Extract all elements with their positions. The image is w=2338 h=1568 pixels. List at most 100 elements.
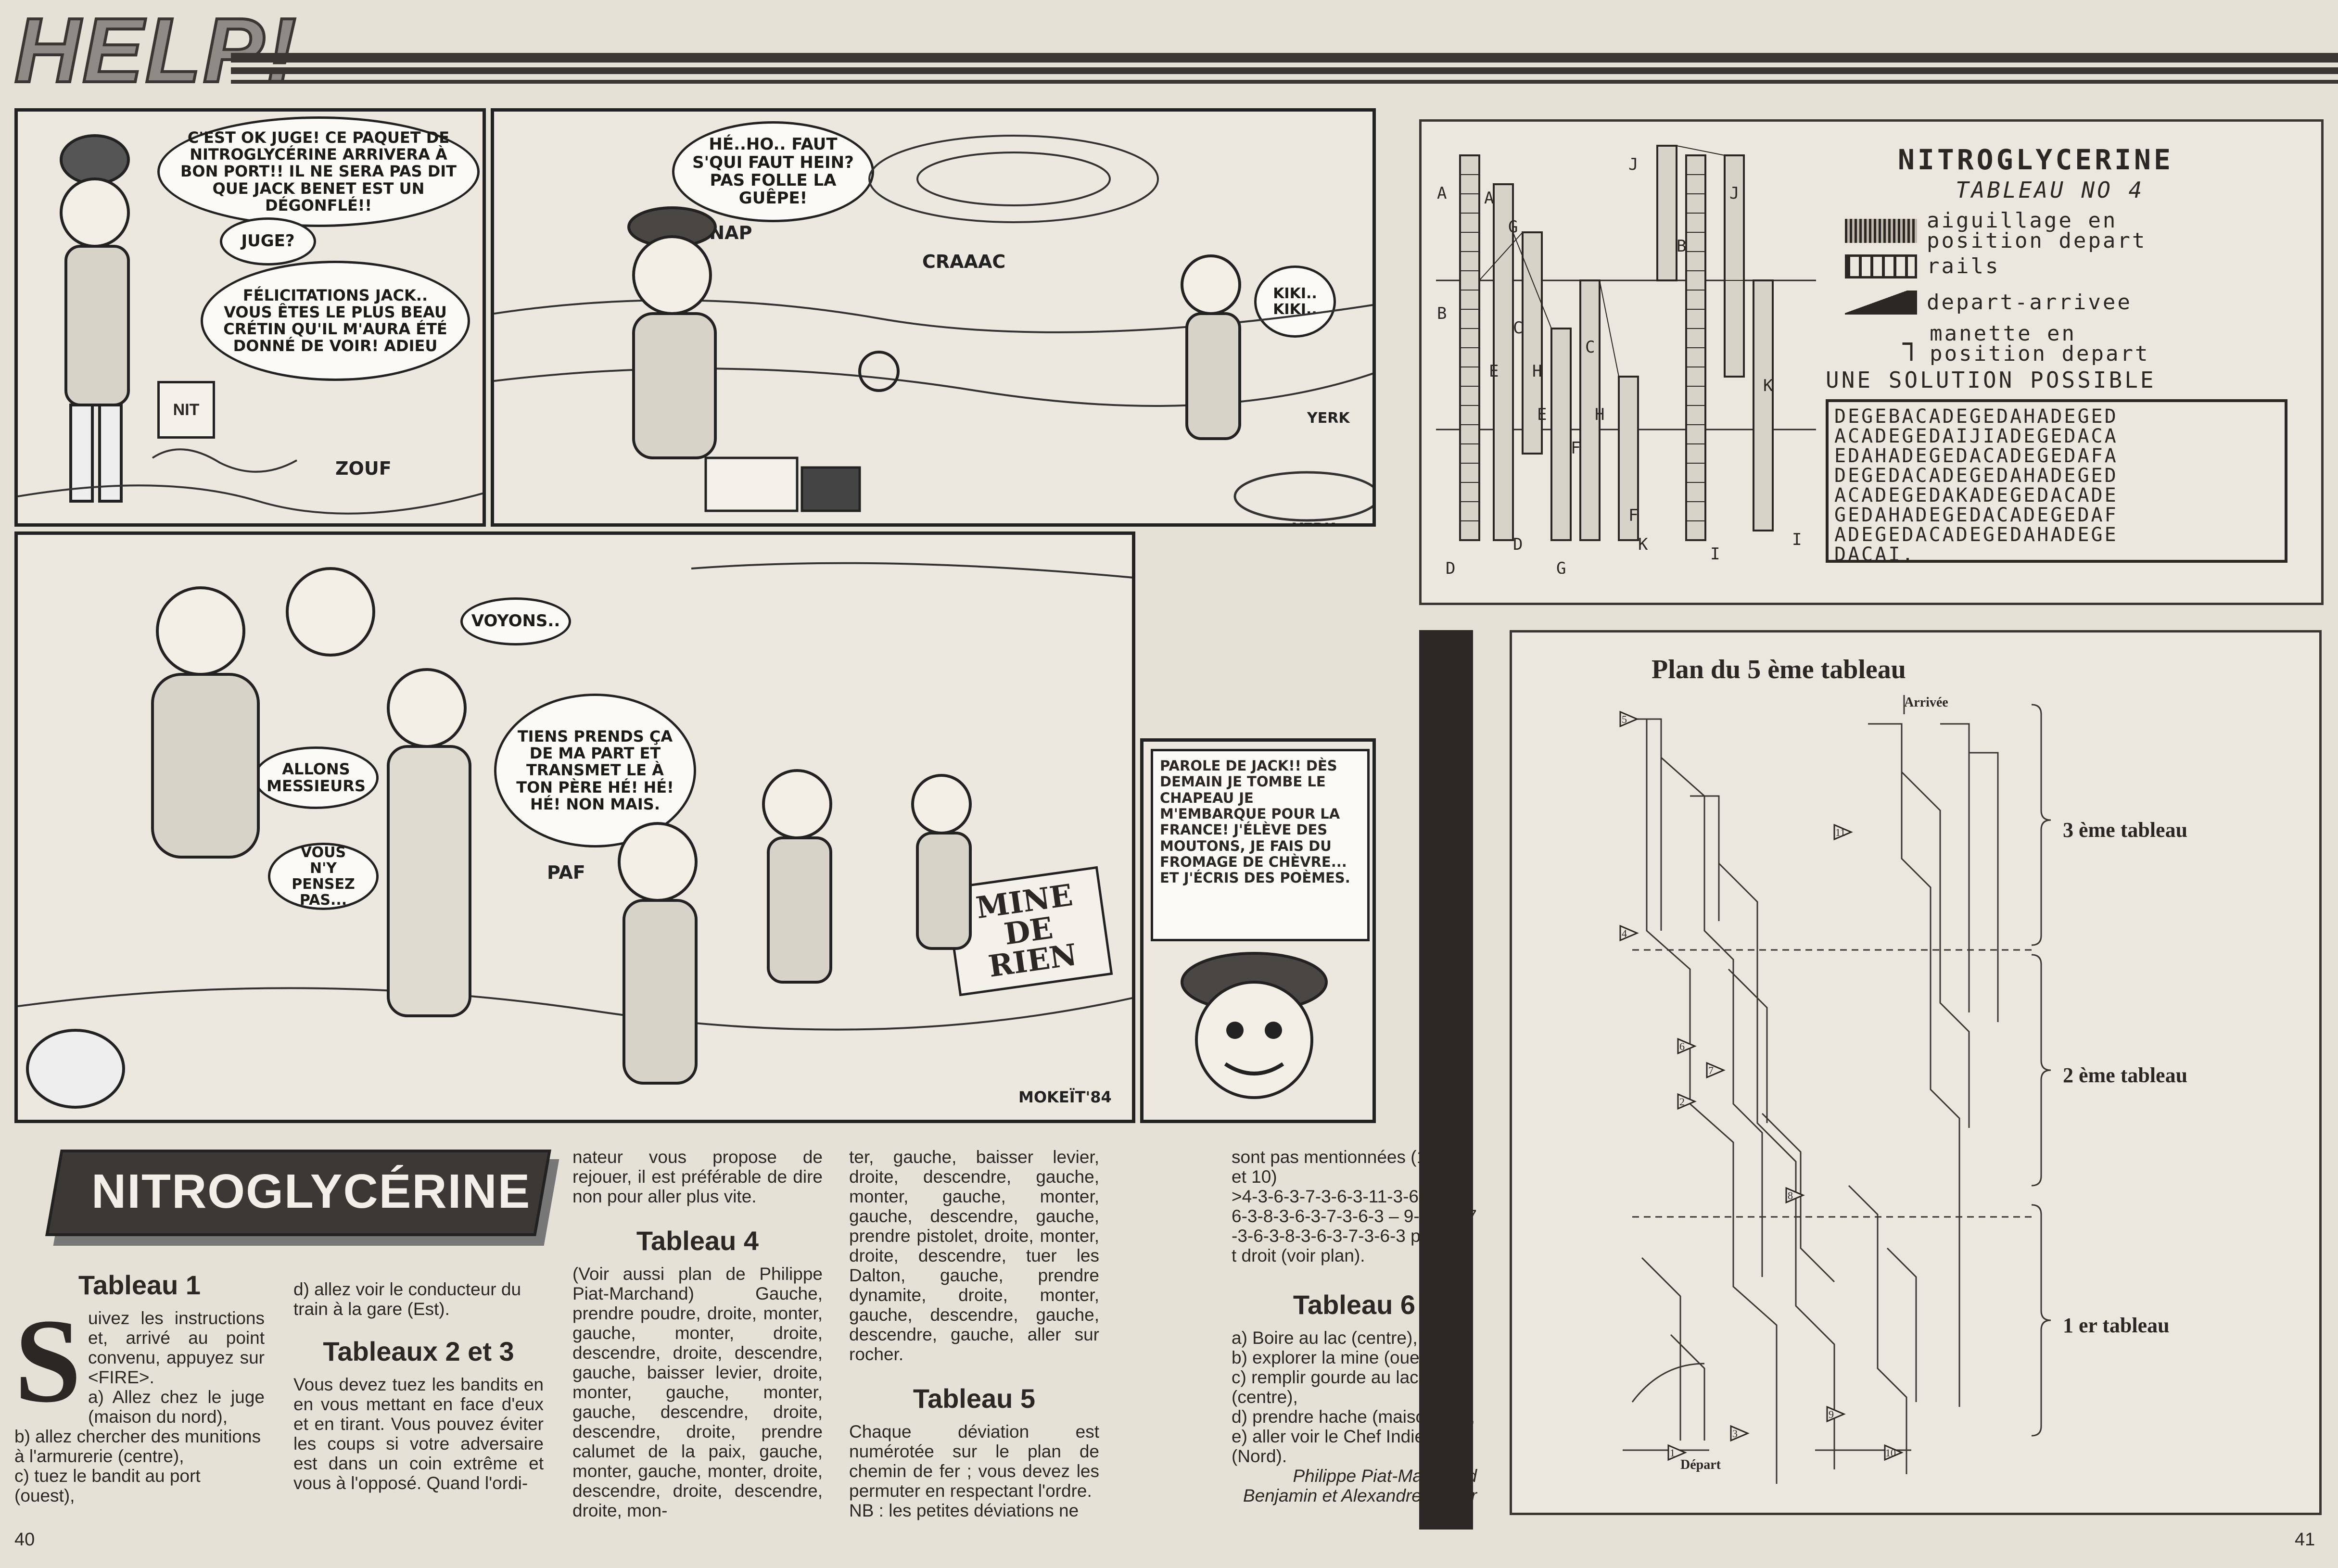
- paragraph: ter, gauche, baisser levier, droite, des…: [849, 1147, 1099, 1364]
- switch-swatch: [1845, 219, 1917, 243]
- arrival-label: Arrivée: [1904, 695, 1948, 710]
- switch-marker: 10: [1884, 1444, 1904, 1461]
- comic-panel-3: VOYONS.. TIENS PRENDS ÇA DE MA PART ET T…: [14, 531, 1135, 1123]
- svg-text:10: 10: [1885, 1447, 1896, 1459]
- paragraph: d) allez voir le conducteur du train à l…: [293, 1279, 521, 1319]
- map-letter: D: [1446, 559, 1455, 574]
- switch-marker: 3: [1730, 1425, 1750, 1442]
- paragraph: b) allez chercher des munitions à l'armu…: [14, 1427, 261, 1466]
- header-rule: [231, 53, 2338, 63]
- legend-text: aiguillage en: [1927, 208, 2118, 233]
- legend-row: aiguillage en position depart: [1845, 208, 2147, 253]
- plan-diagram: Plan du 5 ème tableau 3 ème tableau 2 èm…: [1510, 630, 2322, 1515]
- plan-side-bar: [1419, 630, 1473, 1530]
- legend-row: rails: [1845, 254, 2000, 278]
- map-letter: J: [1729, 184, 1739, 203]
- solution-box: DEGEBACADEGEDAHADEGED ACADEGEDAIJIADEGED…: [1826, 399, 2287, 565]
- article-column-3: nateur vous propose de rejouer, il est p…: [572, 1147, 823, 1520]
- switch-marker: 9: [1826, 1405, 1846, 1423]
- section-heading: Tableau 6: [1293, 1290, 1416, 1320]
- solution-line: ADEGEDACADEGEDAHADEGE: [1834, 524, 2118, 546]
- page-number-left: 40: [14, 1530, 35, 1550]
- speech-bubble: JUGE?: [220, 217, 316, 266]
- legend-row: ┐ manette en position depart: [1903, 321, 2150, 366]
- map-letter: A: [1437, 184, 1447, 203]
- paragraph: c) tuez le bandit au port (ouest),: [14, 1466, 201, 1505]
- speech-bubble: VOUS N'Y PENSEZ PAS...: [268, 843, 379, 910]
- list-item: c) remplir gourde au lac (centre),: [1232, 1367, 1419, 1407]
- speech-bubble: ALLONS MESSIEURS: [254, 746, 379, 809]
- speech-bubble: TIENS PRENDS ÇA DE MA PART ET TRANSMET L…: [494, 694, 696, 847]
- sound-effect: PAF: [547, 862, 585, 883]
- comic-panel-2: HÉ..HO.. FAUT S'QUI FAUT HEIN? PAS FOLLE…: [491, 108, 1376, 527]
- map-letter: C: [1513, 318, 1523, 338]
- paragraph: NB : les petites déviations ne: [849, 1501, 1079, 1520]
- map-letter: J: [1628, 155, 1638, 174]
- drop-cap: S: [14, 1294, 82, 1428]
- header-rule: [231, 80, 2338, 84]
- legend-text: manette en: [1930, 321, 2077, 346]
- map-letter: B: [1437, 304, 1447, 323]
- article-column-4: ter, gauche, baisser levier, droite, des…: [849, 1147, 1099, 1520]
- svg-text:1: 1: [1670, 1447, 1675, 1459]
- map-letter: A: [1484, 189, 1494, 208]
- lever-icon: ┐: [1903, 327, 1920, 361]
- paragraph: a) Allez chez le juge (maison du nord),: [88, 1387, 265, 1427]
- tableau-label: 1 er tableau: [2063, 1314, 2170, 1337]
- speech-bubble: C'EST OK JUGE! CE PAQUET DE NITROGLYCÉRI…: [157, 116, 480, 227]
- sound-effect: YERK YERK: [1293, 520, 1372, 523]
- background-lines: [18, 448, 483, 515]
- list-item: e) aller voir le Chef Indien (Nord).: [1232, 1427, 1435, 1466]
- sound-effect: CRAAAC: [922, 251, 1006, 272]
- switch-marker: 8: [1785, 1187, 1805, 1204]
- solution-line: DEGEBACADEGEDAHADEGED: [1834, 405, 2118, 428]
- page-number-right: 41: [2295, 1530, 2315, 1550]
- svg-text:8: 8: [1788, 1189, 1793, 1201]
- article-column-1: Tableau 1 S uivez les instructions et, a…: [14, 1270, 265, 1505]
- map-letter: H: [1532, 362, 1542, 381]
- map-letter: K: [1763, 376, 1773, 395]
- paragraph: Vous devez tuez les bandits en en vous m…: [293, 1375, 544, 1493]
- comic-strip: C'EST OK JUGE! CE PAQUET DE NITROGLYCÉRI…: [14, 108, 1376, 1123]
- svg-text:7: 7: [1708, 1064, 1714, 1076]
- artist-signature: MOKEÏT'84: [1018, 1088, 1112, 1106]
- svg-text:2: 2: [1679, 1096, 1685, 1108]
- map-letter: G: [1508, 217, 1518, 237]
- switch-marker: 2: [1677, 1093, 1697, 1110]
- switch-marker: 11: [1833, 823, 1853, 841]
- map-letter: F: [1628, 506, 1638, 525]
- map-letter: G: [1556, 559, 1566, 574]
- speech-bubble: HÉ..HO.. FAUT S'QUI FAUT HEIN? PAS FOLLE…: [672, 121, 874, 222]
- sound-effect: ZOUF: [335, 458, 392, 479]
- sign-board: NIT: [157, 381, 215, 439]
- track-drawing: 5 11 4 6 7 2 8: [1619, 695, 2051, 1484]
- crowd-scene: [18, 562, 1132, 1109]
- screen-subtitle: TABLEAU NO 4: [1956, 177, 2145, 203]
- svg-text:4: 4: [1622, 927, 1627, 939]
- solution-line: ACADEGEDAIJIADEGEDACA: [1834, 425, 2118, 447]
- comic-panel-4: PAROLE DE JACK!! DÈS DEMAIN JE TOMBE LE …: [1140, 738, 1376, 1123]
- switch-marker: 5: [1619, 710, 1639, 728]
- section-heading: Tableau 5: [913, 1383, 1036, 1414]
- rail-map: A A G B C E H C K E H F F K D D G I J J …: [1436, 145, 1816, 574]
- map-letter: F: [1571, 439, 1580, 458]
- solution-title: UNE SOLUTION POSSIBLE: [1826, 367, 2156, 393]
- paragraph: uivez les instructions et, arrivé au poi…: [88, 1308, 265, 1387]
- svg-text:6: 6: [1679, 1040, 1685, 1052]
- comic-panel-1: C'EST OK JUGE! CE PAQUET DE NITROGLYCÉRI…: [14, 108, 486, 527]
- solution-line: ACADEGEDAKADEGEDACADE: [1834, 484, 2118, 506]
- list-item: b) explorer la mine (ouest),: [1232, 1348, 1445, 1367]
- svg-text:3: 3: [1732, 1428, 1738, 1440]
- paragraph: nateur vous propose de rejouer, il est p…: [572, 1147, 823, 1206]
- switch-marker: 7: [1706, 1062, 1726, 1079]
- solution-line: GEDAHADEGEDACADEGEDAF: [1834, 504, 2118, 526]
- svg-text:11: 11: [1835, 826, 1845, 838]
- legend-text: position depart: [1930, 341, 2150, 366]
- legend-text: depart-arrivee: [1927, 290, 2132, 315]
- legend-text: rails: [1927, 254, 2000, 278]
- solution-line: DEGEDACADEGEDAHADEGED: [1834, 465, 2118, 487]
- screen-title: NITROGLYCERINE: [1898, 143, 2173, 176]
- speech-bubble: VOYONS..: [460, 597, 571, 645]
- plan-title: Plan du 5 ème tableau: [1652, 655, 1906, 684]
- legend-text: position depart: [1927, 228, 2147, 253]
